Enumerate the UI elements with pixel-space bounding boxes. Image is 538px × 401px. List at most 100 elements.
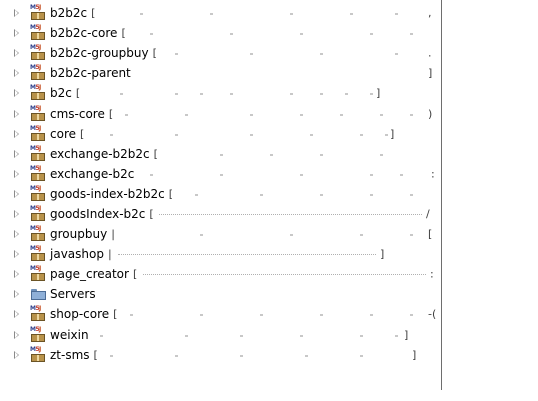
redacted-path xyxy=(300,113,303,116)
redacted-path xyxy=(175,133,178,136)
tree-item-label: shop-core xyxy=(50,307,110,322)
tree-item-label: goodsIndex-b2c xyxy=(50,206,146,221)
redacted-path xyxy=(230,93,233,96)
expand-arrow-icon[interactable] xyxy=(14,89,19,98)
redacted-path xyxy=(195,193,198,196)
redacted-path xyxy=(395,13,398,16)
expand-arrow-icon[interactable] xyxy=(14,129,19,138)
tree-item-servers[interactable]: Servers xyxy=(0,284,441,304)
expand-arrow-icon[interactable] xyxy=(14,109,19,118)
expand-arrow-icon[interactable] xyxy=(14,290,19,299)
expand-arrow-icon[interactable] xyxy=(14,69,19,78)
redacted-path xyxy=(120,93,123,96)
redacted-path xyxy=(250,133,253,136)
redacted-path xyxy=(125,113,128,116)
redacted-path xyxy=(185,113,188,116)
tree-item-location-prefix: [ xyxy=(132,267,138,281)
redacted-path xyxy=(200,93,203,96)
tree-item-label: zt-sms xyxy=(50,347,90,362)
redacted-path xyxy=(175,93,178,96)
redacted-path xyxy=(305,354,308,357)
redacted-path xyxy=(395,334,398,337)
tree-item-location-prefix: [ xyxy=(91,6,96,20)
redacted-path xyxy=(117,254,376,256)
redacted-path xyxy=(320,153,323,156)
tree-item-label: b2b2c-core xyxy=(50,26,118,41)
redacted-path xyxy=(370,33,373,36)
folder-icon xyxy=(30,286,46,302)
tree-item-location-prefix: [ xyxy=(168,187,174,201)
redacted-path xyxy=(260,193,263,196)
redacted-path xyxy=(300,334,303,337)
redacted-path xyxy=(159,213,422,215)
panel-divider[interactable] xyxy=(441,0,442,390)
expand-arrow-icon[interactable] xyxy=(14,350,19,359)
redacted-path xyxy=(360,133,363,136)
expand-arrow-icon[interactable] xyxy=(14,189,19,198)
tree-item-location-suffix: ) xyxy=(428,107,433,121)
tree-item-location-prefix: | xyxy=(111,227,115,241)
expand-arrow-icon[interactable] xyxy=(14,310,19,319)
redacted-path xyxy=(300,33,303,36)
tree-item-label: javashop xyxy=(50,247,104,262)
expand-arrow-icon[interactable] xyxy=(14,49,19,58)
tree-item-label: page_creator xyxy=(50,267,129,282)
expand-arrow-icon[interactable] xyxy=(14,149,19,158)
tree-item-location-suffix: : xyxy=(430,267,434,281)
tree-item-location-suffix: ] xyxy=(428,66,433,80)
tree-item-location-suffix: . xyxy=(428,46,432,60)
expand-arrow-icon[interactable] xyxy=(14,209,19,218)
redacted-path xyxy=(380,113,383,116)
tree-item-label: groupbuy xyxy=(50,227,108,242)
redacted-path xyxy=(250,53,253,56)
tree-item-label: b2b2c xyxy=(50,6,88,21)
redacted-path xyxy=(410,193,413,196)
expand-arrow-icon[interactable] xyxy=(14,169,19,178)
expand-arrow-icon[interactable] xyxy=(14,29,19,38)
redacted-path xyxy=(350,13,353,16)
redacted-path xyxy=(110,354,113,357)
expand-arrow-icon[interactable] xyxy=(14,230,19,239)
redacted-path xyxy=(200,234,203,237)
tree-item-label: core xyxy=(50,126,76,141)
tree-item-label: Servers xyxy=(50,287,96,302)
tree-item-location-suffix: ] xyxy=(404,328,409,342)
redacted-path xyxy=(240,334,243,337)
tree-item-label: weixin xyxy=(50,327,89,342)
expand-arrow-icon[interactable] xyxy=(14,270,19,279)
redacted-path xyxy=(410,234,413,237)
expand-arrow-icon[interactable] xyxy=(14,250,19,259)
tree-item-location-suffix: / xyxy=(426,207,430,221)
tree-item-label: b2b2c-parent xyxy=(50,66,131,81)
expand-arrow-icon[interactable] xyxy=(14,330,19,339)
redacted-path xyxy=(150,173,153,176)
expand-arrow-icon[interactable] xyxy=(14,9,19,18)
redacted-path xyxy=(310,133,313,136)
